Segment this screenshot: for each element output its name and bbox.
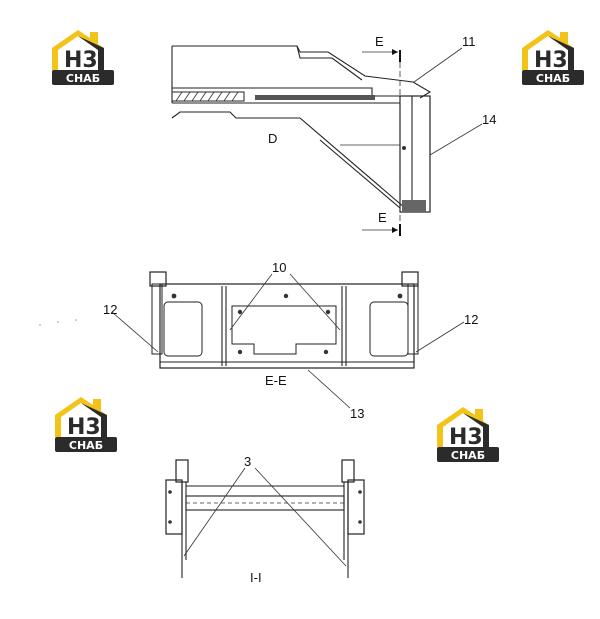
logo-top-left: H3 СНАБ	[52, 30, 114, 85]
logo-middle-left: H3 СНАБ	[55, 397, 117, 452]
svg-text:H3: H3	[534, 48, 568, 73]
svg-text:H3: H3	[449, 425, 483, 450]
svg-text:СНАБ: СНАБ	[69, 439, 103, 452]
section-ee-drawing	[39, 271, 465, 409]
label-part-14: 14	[482, 112, 496, 127]
section-ii-drawing	[165, 459, 365, 578]
label-part-11: 11	[462, 34, 476, 49]
svg-text:СНАБ: СНАБ	[66, 72, 100, 85]
side-view-drawing	[171, 45, 483, 236]
svg-text:H3: H3	[64, 48, 98, 73]
svg-text:СНАБ: СНАБ	[451, 449, 485, 462]
label-part-10: 10	[272, 260, 286, 275]
label-section-ii: I-I	[250, 570, 262, 585]
svg-text:H3: H3	[67, 415, 101, 440]
label-part-12-right: 12	[464, 312, 478, 327]
label-part-12-left: 12	[103, 302, 117, 317]
label-section-ee: E-E	[265, 373, 287, 388]
label-section-e-top: E	[375, 34, 384, 49]
label-part-3: 3	[244, 454, 251, 469]
label-section-d: D	[268, 131, 277, 146]
svg-text:СНАБ: СНАБ	[536, 72, 570, 85]
logo-top-right: H3 СНАБ	[522, 30, 584, 85]
label-section-e-bottom: E	[378, 210, 387, 225]
label-part-13: 13	[350, 406, 364, 421]
logo-middle-right: H3 СНАБ	[437, 407, 499, 462]
